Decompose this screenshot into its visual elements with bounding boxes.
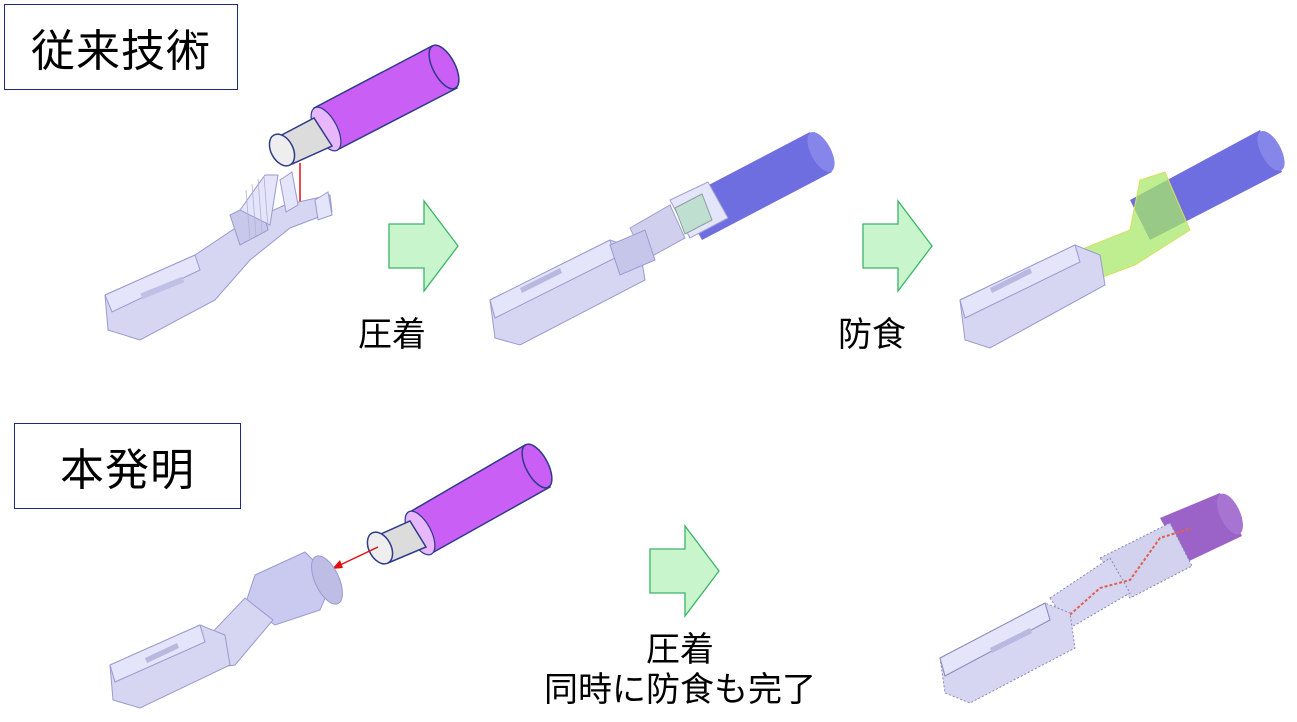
terminal-open-barrel (100, 170, 340, 345)
conventional-tech-title-box: 従来技術 (4, 4, 238, 90)
crimp-step-label: 圧着 (358, 315, 426, 355)
terminal-closed-barrel (105, 550, 345, 715)
wire-illustration-invention (360, 435, 560, 565)
terminal-crimped-invention (930, 488, 1260, 718)
invention-title: 本発明 (60, 445, 195, 496)
process-arrow-icon[interactable] (862, 199, 934, 293)
anticorrosion-step-label: 防食 (838, 315, 906, 355)
insert-arrow-icon (330, 545, 380, 571)
process-arrow-icon[interactable] (388, 199, 460, 293)
invention-step-label-line1: 圧着 (646, 630, 714, 670)
conventional-tech-title: 従来技術 (31, 26, 211, 77)
terminal-coated-conventional (950, 120, 1295, 360)
process-arrow-icon[interactable] (649, 524, 721, 618)
invention-step-label: 圧着 同時に防食も完了 (520, 630, 840, 710)
wire-illustration-conventional (262, 38, 472, 168)
invention-step-label-line2: 同時に防食も完了 (544, 670, 816, 710)
terminal-crimped-conventional (480, 120, 840, 355)
invention-title-box: 本発明 (14, 423, 241, 509)
